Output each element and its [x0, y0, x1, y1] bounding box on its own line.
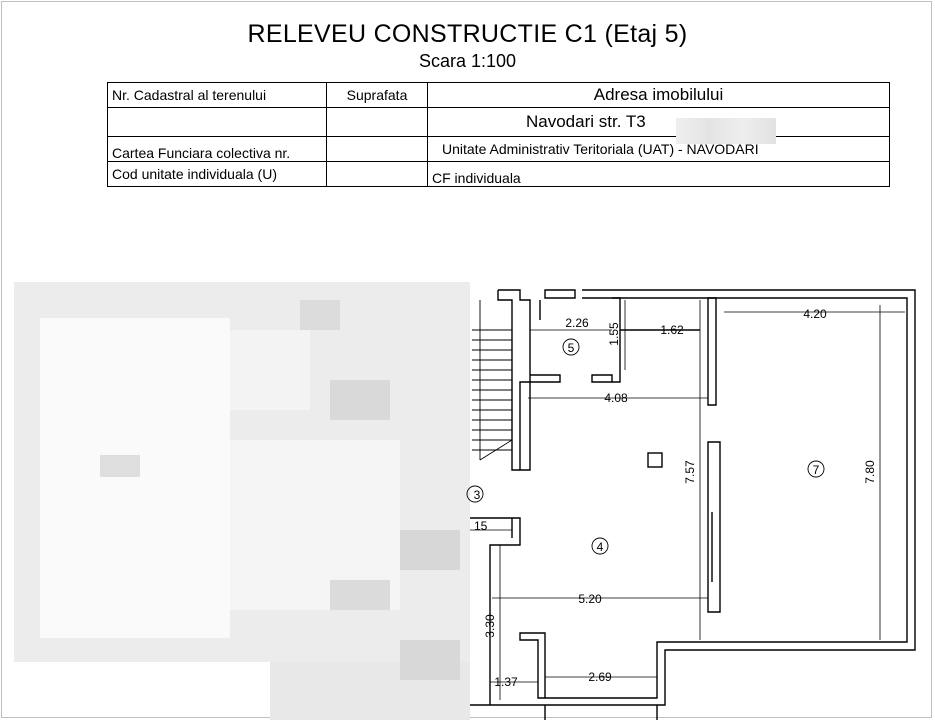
uat-value: Unitate Administrativ Teritoriala (UAT) … — [427, 136, 890, 162]
dimension-label: 4.08 — [604, 391, 628, 405]
staircase — [472, 300, 513, 461]
unit-code-value — [326, 161, 428, 187]
wall — [707, 441, 721, 613]
table-row: Cod unitate individuala (U) CF individua… — [107, 161, 890, 187]
wall — [498, 289, 561, 471]
room-number: 7 — [813, 463, 820, 477]
dimension-label: 5.20 — [578, 592, 602, 606]
table-row: Cartea Funciara colectiva nr. Unitate Ad… — [107, 136, 890, 162]
cadastral-info-table: Nr. Cadastral al terenului Suprafata Adr… — [107, 82, 890, 187]
wall — [612, 297, 621, 383]
outer-wall-inner — [545, 297, 908, 699]
wall — [470, 517, 521, 705]
room-circle — [466, 485, 484, 503]
address-label: Adresa imobilului — [427, 82, 890, 108]
room-circle — [562, 338, 580, 356]
room-number: 4 — [597, 540, 604, 554]
room-circle — [591, 537, 609, 555]
room-number: 5 — [568, 341, 575, 355]
redacted-address-number — [676, 118, 776, 144]
outer-wall — [470, 289, 916, 706]
room-number: 3 — [474, 488, 481, 502]
drawing-title: RELEVEU CONSTRUCTIE C1 (Etaj 5) — [247, 20, 688, 48]
dimension-label: 4.20 — [803, 307, 827, 321]
dimension-label: 1.37 — [494, 675, 518, 689]
dimension-label: 2.26 — [565, 316, 589, 330]
cadastral-number-label: Nr. Cadastral al terenului — [107, 82, 327, 108]
table-row: Nr. Cadastral al terenului Suprafata Adr… — [107, 82, 890, 108]
wall — [519, 632, 546, 699]
dimension-label: 1.62 — [660, 323, 684, 337]
drawing-scale: Scara 1:100 — [418, 51, 517, 71]
dimension-label: 3.30 — [483, 614, 497, 638]
room-circle — [807, 460, 825, 478]
wall — [544, 289, 576, 299]
wall — [497, 290, 520, 471]
dimension-label: 15 — [474, 519, 488, 533]
unit-code-label: Cod unitate individuala (U) — [107, 161, 327, 187]
dimension-label: 7.80 — [863, 460, 877, 484]
wall — [591, 374, 613, 383]
column — [647, 452, 663, 468]
dimension-label: 1.55 — [607, 322, 621, 346]
dimension-label: 2.69 — [588, 670, 612, 684]
land-book-label: Cartea Funciara colectiva nr. — [107, 136, 327, 162]
dimension-label: 7.57 — [683, 460, 697, 484]
land-book-value — [326, 136, 428, 162]
individual-cf-label: CF individuala — [427, 161, 890, 187]
wall — [707, 297, 717, 406]
